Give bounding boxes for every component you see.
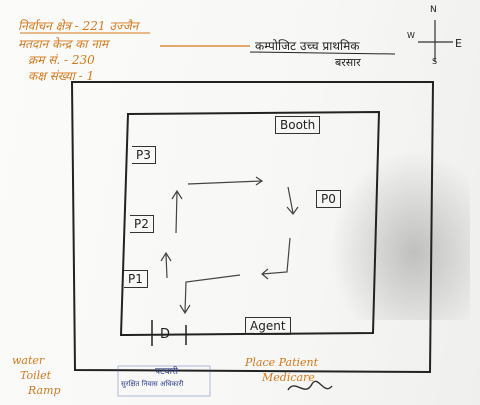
label-agent: Agent <box>245 317 291 335</box>
stamp-border <box>117 365 211 397</box>
header-line-3: क्रम सं. - 230 <box>28 53 95 67</box>
note-water: water <box>12 354 45 367</box>
school-place: बरसार <box>335 56 361 69</box>
note-toilet: Toilet <box>20 369 52 382</box>
label-p0: P0 <box>316 190 341 208</box>
signature-scribble <box>287 380 333 391</box>
paper-shadow <box>330 150 470 320</box>
label-door: D <box>160 327 171 342</box>
path-arrow-exit <box>261 237 291 275</box>
compass-east: E <box>455 37 462 50</box>
stamp-subtitle: सुरक्षित निवास अधिकारी <box>121 380 184 388</box>
school-name: कम्पोजिट उच्च प्राथमिक <box>255 39 360 53</box>
path-arrow-bottom <box>184 274 241 313</box>
note-medicare: Medicare <box>262 371 315 384</box>
note-place-patient: Place Patient <box>245 356 319 369</box>
label-p2: P2 <box>130 215 154 233</box>
path-arrow-top <box>187 180 263 185</box>
label-p1: P1 <box>124 270 148 288</box>
stamp-title: पटवारी <box>155 367 178 377</box>
path-arrow-left-low <box>165 253 168 279</box>
header-line-2: मतदान केन्द्र का नाम <box>18 37 109 51</box>
compass-north: N <box>430 5 437 15</box>
path-arrow-left-high <box>175 191 178 234</box>
compass-west: W <box>407 31 415 40</box>
label-p3: P3 <box>132 146 156 164</box>
label-booth: Booth <box>275 116 321 134</box>
outer-room-wall <box>70 81 435 374</box>
school-underline <box>249 51 396 55</box>
header-line-4: कक्ष संख्या - 1 <box>28 69 95 83</box>
path-arrow-right <box>287 186 294 214</box>
header-line-1: निर्वाचन क्षेत्र - 221 उज्जैन <box>18 19 139 33</box>
note-ramp: Ramp <box>28 384 61 397</box>
inner-room-wall <box>119 110 381 337</box>
